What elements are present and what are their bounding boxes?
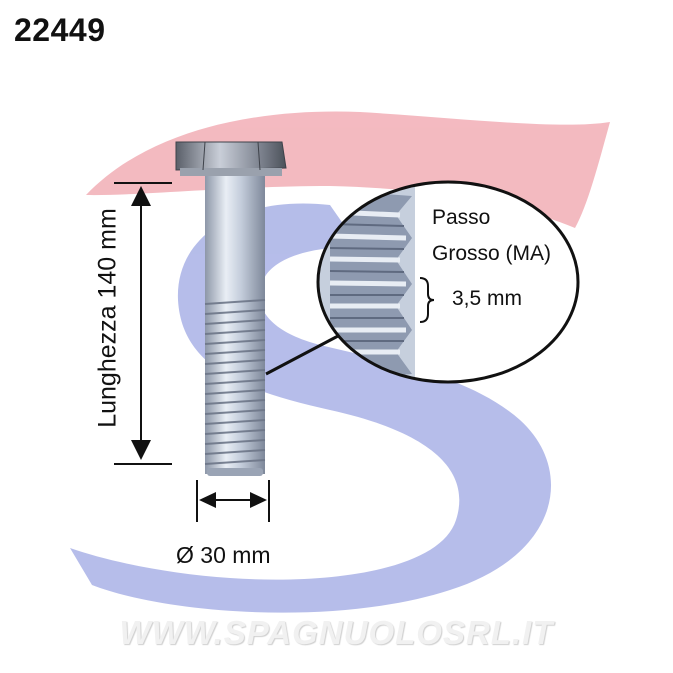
watermark-url: WWW.SPAGNUOLOSRL.IT <box>119 614 554 651</box>
pitch-label-line1: Passo <box>432 206 491 229</box>
pitch-label-line2: Grosso (MA) <box>432 242 552 265</box>
pitch-value: 3,5 mm <box>452 287 523 310</box>
diameter-dimension <box>196 480 270 522</box>
logo-s-icon <box>70 111 610 613</box>
diameter-label: Ø 30 mm <box>176 542 271 568</box>
length-label: Lunghezza 140 mm <box>93 208 122 428</box>
pitch-brace-icon <box>419 277 435 323</box>
bolt <box>175 141 287 476</box>
product-code: 22449 <box>14 12 106 48</box>
length-dimension <box>114 182 172 465</box>
